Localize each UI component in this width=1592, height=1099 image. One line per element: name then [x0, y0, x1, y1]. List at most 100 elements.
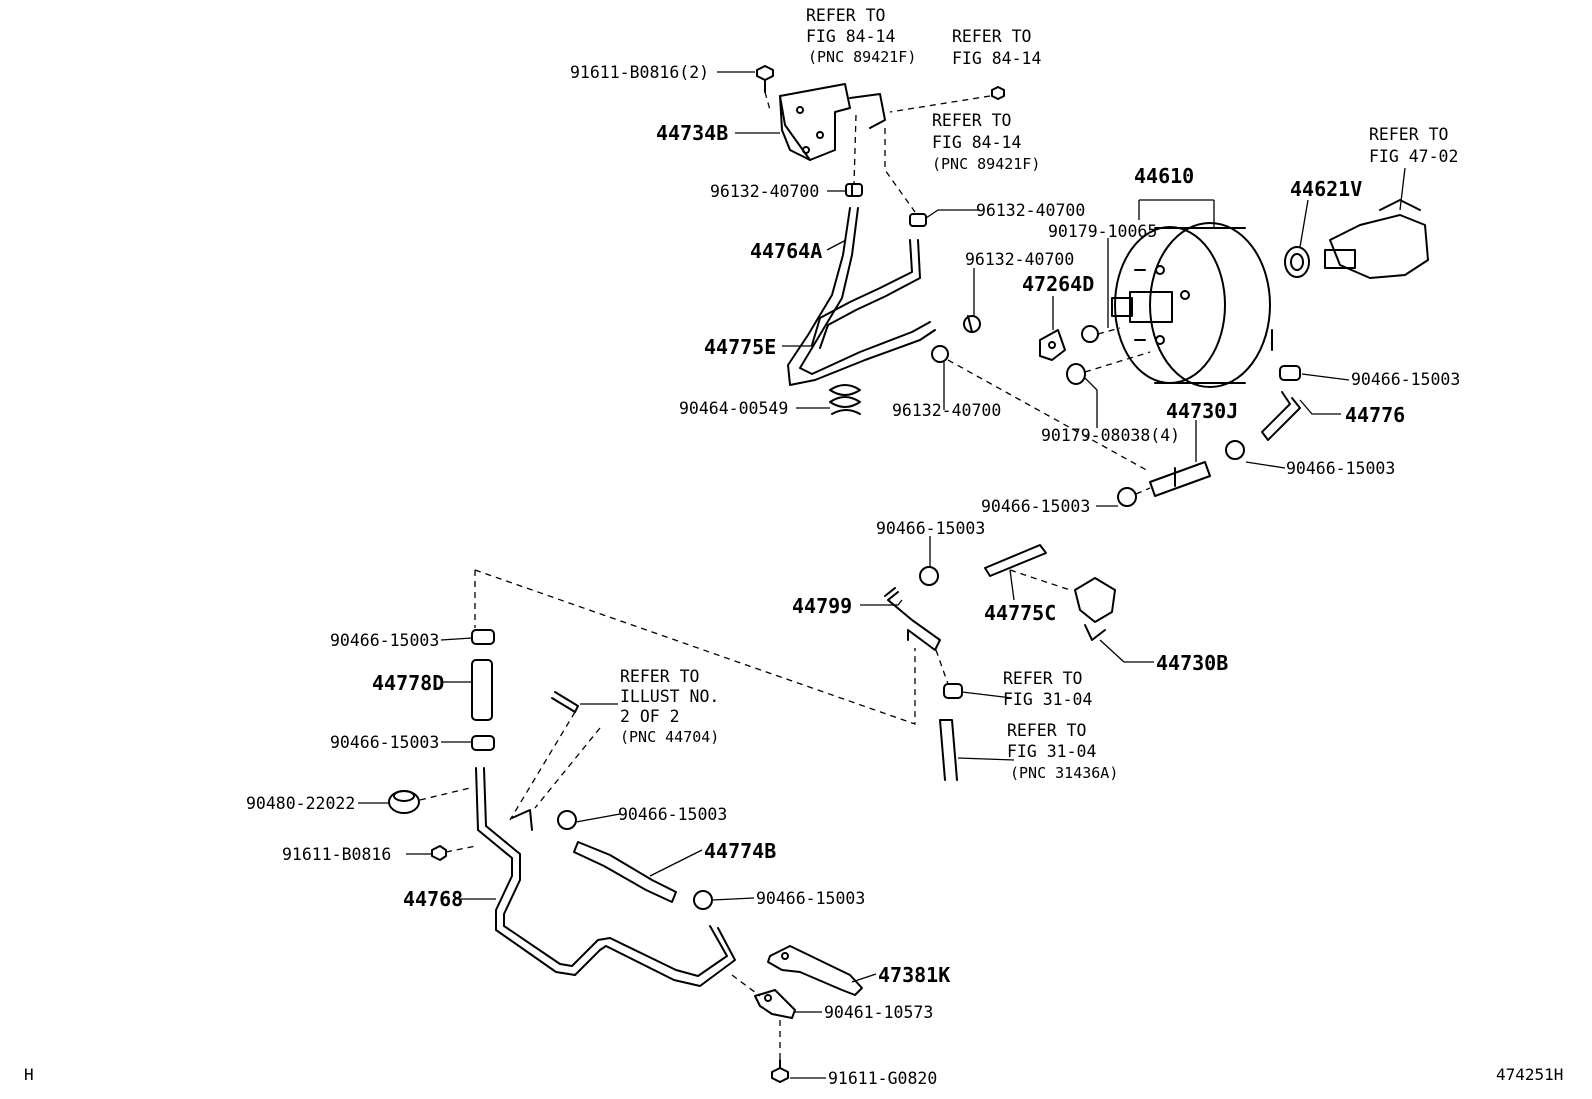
bracket-47264D-drawing	[1039, 329, 1066, 361]
hose-44775E-drawing	[811, 239, 921, 349]
bolt-top-drawing	[756, 65, 774, 93]
label-90179-08038-4: 90179-08038(4)	[1041, 426, 1180, 445]
refer-note-6-line-2: FIG 31-04	[1003, 690, 1092, 709]
label-90466-15003-g: 90466-15003	[618, 805, 727, 824]
guide-44799-down	[935, 649, 949, 685]
label-44768: 44768	[403, 887, 463, 911]
label-91611-B0816-2: 91611-B0816(2)	[570, 63, 709, 82]
label-96132-40700-d: 96132-40700	[892, 401, 1001, 420]
refer-note-5-line-2: ILLUST NO.	[620, 687, 719, 706]
clip-96132-c-drawing	[963, 315, 981, 333]
label-90461-10573: 90461-10573	[824, 1003, 933, 1022]
leader-90466-a	[1301, 373, 1350, 381]
clamp-90466-g-drawing	[557, 810, 577, 830]
clamp-90466-c-drawing	[1117, 487, 1137, 507]
refer-note-7-line-3: (PNC 31436A)	[1010, 764, 1118, 782]
refer-note-5-line-1: REFER TO	[620, 667, 699, 686]
clamp-90464-drawing	[829, 384, 861, 415]
label-90466-15003-d: 90466-15003	[876, 519, 985, 538]
label-90466-15003-h: 90466-15003	[756, 889, 865, 908]
label-44775E: 44775E	[704, 335, 776, 359]
pipe-44799-drawing	[884, 587, 941, 651]
guide-bracket-to-clip-a	[853, 114, 857, 185]
leader-44776	[1299, 399, 1341, 415]
leader-90179-08038	[1084, 377, 1098, 428]
label-44730J: 44730J	[1166, 399, 1238, 423]
leader-44621V	[1299, 199, 1309, 248]
refer-note-1-line-3: (PNC 89421F)	[808, 48, 916, 66]
hose-44775C-drawing	[984, 544, 1047, 577]
label-44730B: 44730B	[1156, 651, 1228, 675]
clamp-90466-a-drawing	[1279, 365, 1301, 381]
label-90464-00549: 90464-00549	[679, 399, 788, 418]
leader-refer-31-04	[961, 691, 1013, 699]
guide-grommet	[419, 787, 471, 801]
guide-bolt-to-bracket	[764, 91, 771, 111]
label-44799: 44799	[792, 594, 852, 618]
label-90480-22022: 90480-22022	[246, 794, 355, 813]
guide-44768-bracket	[731, 974, 761, 997]
leader-44730B	[1099, 639, 1154, 663]
refer-note-4-line-1: REFER TO	[1369, 125, 1448, 144]
bolt-91611-B0816-drawing	[431, 845, 447, 861]
label-44776: 44776	[1345, 403, 1405, 427]
label-44778D: 44778D	[372, 671, 444, 695]
refer-note-5-line-4: (PNC 44704)	[620, 728, 719, 746]
figure-code: 474251H	[1496, 1065, 1563, 1084]
guide-nut	[1084, 351, 1151, 373]
label-47381K: 47381K	[878, 963, 950, 987]
master-cylinder-drawing	[1324, 199, 1429, 279]
leader-90466-b	[1245, 461, 1286, 469]
leader-47381K	[851, 973, 877, 983]
clamp-ref-31-04-drawing	[943, 683, 963, 699]
guide-clamp-c-valve	[1135, 487, 1151, 495]
label-44621V: 44621V	[1290, 177, 1362, 201]
leader-refer-31436A	[957, 757, 1015, 761]
guide-bolt-right	[889, 95, 991, 113]
pipe-44768-drawing	[475, 767, 736, 987]
label-44610: 44610	[1134, 164, 1194, 188]
hose-ref-31436A-drawing	[939, 719, 958, 781]
nut-90179-08038-drawing	[1066, 363, 1086, 385]
label-96132-40700-a: 96132-40700	[710, 182, 819, 201]
clamp-90466-e-drawing	[471, 629, 495, 645]
leader-90466-e	[440, 637, 473, 641]
grommet-90480-drawing	[388, 790, 420, 814]
leader-refer-47-02	[1399, 167, 1406, 211]
label-44775C: 44775C	[984, 601, 1056, 625]
refer-note-4-line-2: FIG 47-02	[1369, 147, 1458, 166]
hose-44774B-drawing	[573, 841, 677, 903]
label-90466-15003-a: 90466-15003	[1351, 370, 1460, 389]
bracket-47381K-drawing	[767, 945, 863, 996]
hose-44764A-drawing	[787, 207, 936, 386]
bracket-44730B-drawing	[1074, 577, 1116, 641]
refer-note-1-line-2: FIG 84-14	[806, 27, 895, 46]
refer-note-6-line-1: REFER TO	[1003, 669, 1082, 688]
clamp-90466-b-drawing	[1225, 440, 1245, 460]
leader-44799	[860, 599, 903, 606]
brake-booster-44610-drawing	[1111, 222, 1273, 388]
leader-90466-g	[575, 813, 621, 823]
guide-refer-44704-b	[534, 727, 601, 809]
label-96132-40700-c: 96132-40700	[965, 250, 1074, 269]
label-47264D: 47264D	[1022, 272, 1094, 296]
corner-mark-left: H	[24, 1065, 34, 1084]
guide-bolt-left	[445, 845, 477, 853]
guide-clip-d-to-valve	[947, 359, 1151, 473]
leader-44775C	[1009, 569, 1015, 601]
nut-90179-10065-drawing	[1081, 325, 1099, 343]
hose-44776-drawing	[1261, 391, 1301, 441]
clip-96132-a-drawing	[845, 183, 863, 197]
bolt-91611-G0820-drawing	[771, 1059, 789, 1083]
refer-note-2-line-2: FIG 84-14	[952, 49, 1041, 68]
guide-left-loop	[474, 569, 916, 725]
bracket-44734B-drawing	[779, 83, 886, 161]
check-valve-44730J-drawing	[1149, 461, 1211, 497]
bolt-top-right-drawing	[991, 86, 1005, 100]
label-90179-10065: 90179-10065	[1048, 222, 1157, 241]
guide-bracket-to-clip-b	[884, 128, 916, 213]
refer-note-7-line-2: FIG 31-04	[1007, 742, 1096, 761]
refer-note-7-line-1: REFER TO	[1007, 721, 1086, 740]
refer-note-3-line-2: FIG 84-14	[932, 133, 1021, 152]
